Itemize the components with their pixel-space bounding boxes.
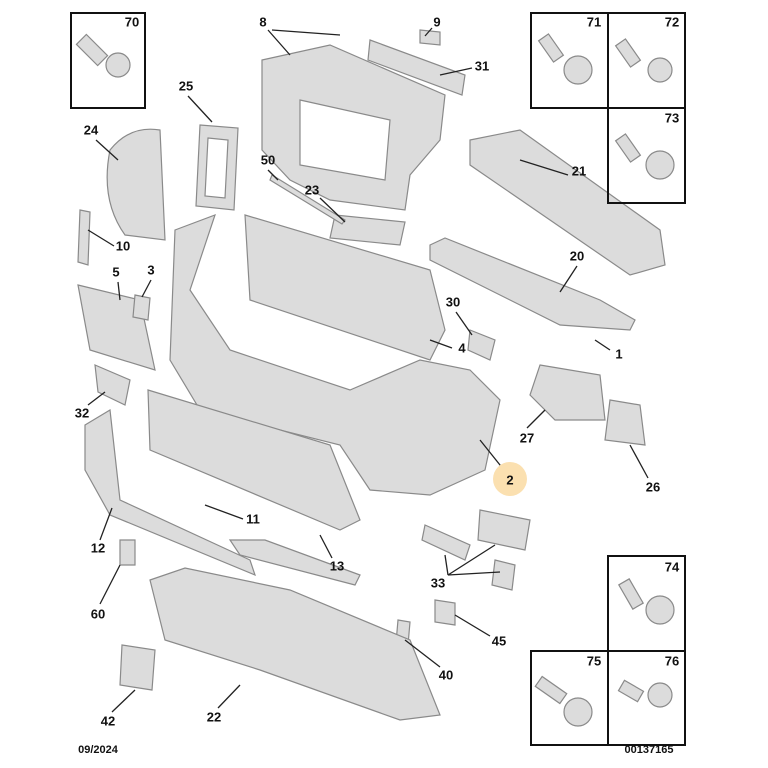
callout-21[interactable]: 21 xyxy=(571,163,587,179)
callout-23[interactable]: 23 xyxy=(304,182,320,198)
callout-13[interactable]: 13 xyxy=(329,558,345,574)
callout-11[interactable]: 11 xyxy=(246,511,260,527)
part-32 xyxy=(94,364,131,406)
callout-76[interactable]: 76 xyxy=(664,653,680,669)
callout-72[interactable]: 72 xyxy=(664,14,680,30)
part-20 xyxy=(429,237,636,331)
callout-8[interactable]: 8 xyxy=(259,14,267,30)
callout-45[interactable]: 45 xyxy=(491,633,507,649)
callout-75[interactable]: 75 xyxy=(586,653,602,669)
part-11 xyxy=(147,389,361,531)
callout-12[interactable]: 12 xyxy=(90,540,106,556)
box-76 xyxy=(607,650,686,746)
part-42 xyxy=(119,644,156,691)
highlight-marker xyxy=(493,462,527,496)
callout-70[interactable]: 70 xyxy=(124,14,140,30)
part-60 xyxy=(119,539,136,566)
part-30 xyxy=(467,329,496,361)
box-70 xyxy=(70,12,146,109)
part-24 xyxy=(106,128,166,241)
callout-9[interactable]: 9 xyxy=(433,14,441,30)
callout-4[interactable]: 4 xyxy=(458,340,466,356)
part-33 xyxy=(421,524,471,561)
callout-5[interactable]: 5 xyxy=(112,264,120,280)
callout-10[interactable]: 10 xyxy=(115,238,131,254)
callout-25[interactable]: 25 xyxy=(178,78,194,94)
part-4 xyxy=(244,214,446,361)
callout-22[interactable]: 22 xyxy=(206,709,222,725)
callout-42[interactable]: 42 xyxy=(100,713,116,729)
part-13 xyxy=(228,539,361,586)
callout-50[interactable]: 50 xyxy=(260,152,276,168)
callout-74[interactable]: 74 xyxy=(664,559,680,575)
callout-71[interactable]: 71 xyxy=(586,14,602,30)
part-23 xyxy=(329,214,406,246)
callout-24[interactable]: 24 xyxy=(83,122,99,138)
callout-26[interactable]: 26 xyxy=(645,479,661,495)
part-3 xyxy=(132,294,151,321)
diagram-date: 09/2024 xyxy=(78,744,118,756)
part-31 xyxy=(367,39,466,96)
part-9 xyxy=(419,29,441,46)
screw-icons xyxy=(75,33,675,727)
callout-32[interactable]: 32 xyxy=(74,405,90,421)
callout-3[interactable]: 3 xyxy=(147,262,155,278)
box-73 xyxy=(607,107,686,204)
callout-30[interactable]: 30 xyxy=(445,294,461,310)
part-27 xyxy=(529,364,606,421)
callout-60[interactable]: 60 xyxy=(90,606,106,622)
part-10 xyxy=(77,209,91,266)
callout-2[interactable]: 2 xyxy=(506,472,514,488)
callout-40[interactable]: 40 xyxy=(438,667,454,683)
callout-27[interactable]: 27 xyxy=(519,430,535,446)
part-26 xyxy=(604,399,646,446)
callout-31[interactable]: 31 xyxy=(474,58,490,74)
callout-20[interactable]: 20 xyxy=(569,248,585,264)
part-12 xyxy=(84,409,256,577)
part-21 xyxy=(469,129,666,276)
leader-lines xyxy=(87,27,649,713)
part-50 xyxy=(269,174,346,225)
callout-73[interactable]: 73 xyxy=(664,110,680,126)
callout-33[interactable]: 33 xyxy=(430,575,446,591)
part-22 xyxy=(149,567,441,721)
callout-1[interactable]: 1 xyxy=(615,346,623,362)
part-45 xyxy=(434,599,456,626)
diagram-reference: 00137165 xyxy=(624,744,674,756)
